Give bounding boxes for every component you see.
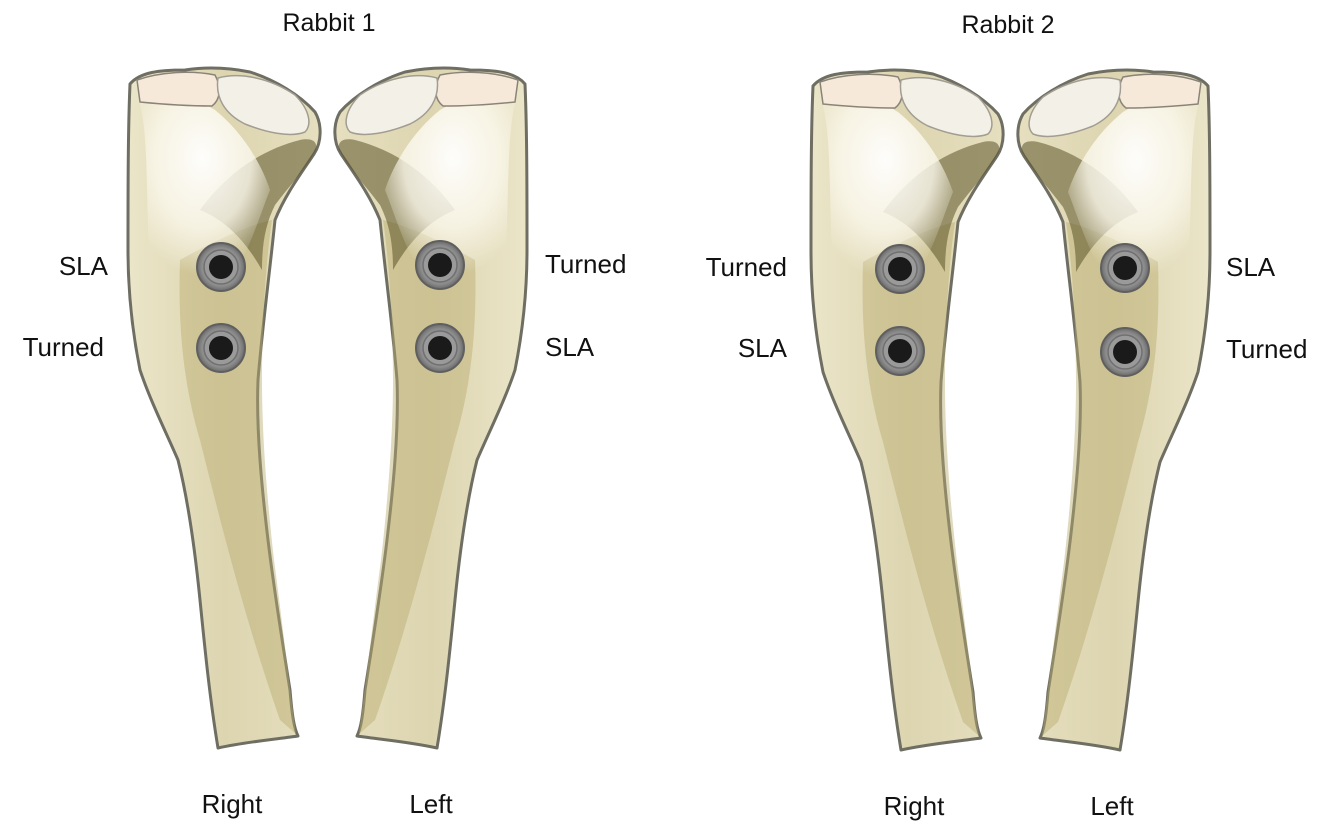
implant-label: Turned xyxy=(1226,334,1307,364)
implant-screw-icon xyxy=(1101,244,1149,292)
implant-label: Turned xyxy=(23,332,104,362)
implant-label: SLA xyxy=(545,332,595,362)
implant-label: SLA xyxy=(1226,252,1276,282)
side-label-left: Left xyxy=(1090,791,1134,821)
group-title: Rabbit 1 xyxy=(282,9,375,37)
implant-label: SLA xyxy=(59,251,109,281)
implant-screw-icon xyxy=(197,324,245,372)
group-rabbit-1: Rabbit 1 SLA Turned Right Turned SLA Lef… xyxy=(23,9,627,819)
group-rabbit-2: Rabbit 2 Turned SLA Right SLA Turned Lef… xyxy=(706,11,1308,821)
right-bone xyxy=(811,70,1003,750)
side-label-left: Left xyxy=(409,789,453,819)
implant-label: Turned xyxy=(706,252,787,282)
femur-bone-icon xyxy=(811,70,1003,750)
group-title: Rabbit 2 xyxy=(961,11,1054,39)
implant-screw-icon xyxy=(197,243,245,291)
implant-label: Turned xyxy=(545,249,626,279)
implant-screw-icon xyxy=(876,245,924,293)
side-label-right: Right xyxy=(202,789,263,819)
femur-bone-icon xyxy=(128,68,320,748)
side-label-right: Right xyxy=(884,791,945,821)
femur-bone-icon xyxy=(1018,70,1210,750)
left-bone xyxy=(1018,70,1210,750)
left-bone xyxy=(335,68,527,748)
implant-screw-icon xyxy=(1101,328,1149,376)
right-bone xyxy=(128,68,320,748)
implant-label: SLA xyxy=(738,333,788,363)
implant-screw-icon xyxy=(876,327,924,375)
implant-screw-icon xyxy=(416,241,464,289)
femur-bone-icon xyxy=(335,68,527,748)
implant-screw-icon xyxy=(416,324,464,372)
